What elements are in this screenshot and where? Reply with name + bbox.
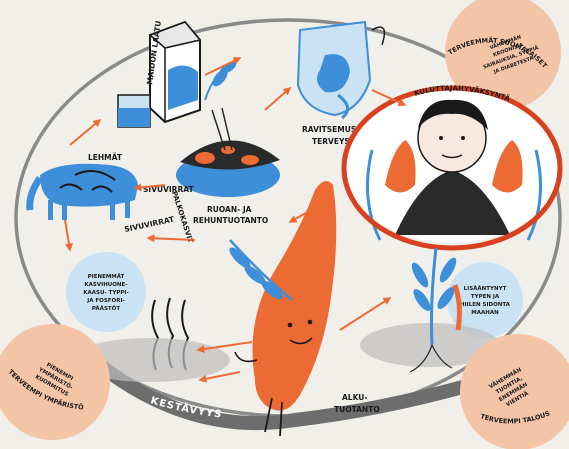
circle-terveemmat-suomalaiset: TERVEEMMÄT SUOMALAISET VÄHEMMÄN KROONISI…	[445, 0, 561, 110]
lt-line-4: MAAHAN	[471, 310, 499, 316]
pk-line-2: KASVIHUONE-	[84, 282, 127, 288]
label-alkutuotanto-2: TUOTANTO	[334, 405, 380, 414]
arrow-nutrition-to-consumer	[371, 89, 407, 106]
arrow-food-to-nutrition	[264, 86, 292, 111]
arrow-bean-to-gases	[196, 341, 253, 354]
milk-glass-icon	[117, 94, 151, 128]
label-ruoan-2: REHUNTUOTANTO	[193, 216, 268, 225]
lt-line-2: TYPEN JA	[471, 294, 500, 300]
label-ruoan-1: RUOAN- JA	[207, 205, 252, 214]
kestavyys-band	[55, 325, 472, 431]
circle-terveempi-talous: TERVEEMPI TALOUS VÄHEMMÄN TUONTIA, ENEMM…	[460, 334, 569, 449]
label-ravitsemus-2: TERVEYS	[312, 137, 350, 146]
flow-arrows	[64, 57, 407, 383]
label-sivuvirrat-1: SIVUVIRRAT	[143, 185, 194, 194]
arrow-cows-to-gases	[64, 219, 73, 252]
consumer-acceptance-group	[344, 87, 560, 243]
digestive-torso-icon	[296, 20, 386, 120]
arrow-sivuvirrat-left	[146, 234, 196, 243]
bean-character-icon	[234, 181, 337, 437]
arrow-milk-to-nutrition	[204, 57, 242, 76]
emission-wisps-icon	[70, 297, 230, 382]
milk-carton-icon	[148, 20, 202, 124]
arrow-sivuvirrat-to-cows	[133, 183, 166, 192]
blue-leaves-icon	[229, 239, 293, 301]
circle-lisaantynyt-typen: LISÄÄNTYNYT TYPEN JA HIILEN SIDONTA MAAH…	[447, 262, 523, 338]
cow-icon	[26, 163, 138, 220]
arrow-bean-to-soil	[339, 297, 392, 331]
bean-plant-icon	[360, 247, 500, 373]
highlight-circle	[341, 85, 563, 251]
pk-line-3: KAASU- TYPPI-	[83, 290, 129, 296]
pk-line-1: PIENEMMÄT	[88, 273, 125, 280]
label-alkutuotanto-1: ALKU-	[342, 393, 367, 402]
arrow-bean-to-environment	[198, 371, 241, 383]
label-lehmat: LEHMÄT	[88, 153, 123, 162]
arrow-cows-to-milk	[69, 118, 102, 146]
lt-line-1: LISÄÄNTYNYT	[464, 285, 507, 292]
pk-line-4: JA FOSFORI-	[86, 298, 125, 304]
lt-line-3: HIILEN SIDONTA	[460, 302, 511, 308]
circle-pienemmat-kaasut: PIENEMMÄT KASVIHUONE- KAASU- TYPPI- JA F…	[66, 252, 146, 332]
food-bowl-icon	[176, 107, 280, 197]
label-ravitsemus-1: RAVITSEMUS JA	[302, 125, 368, 134]
leaf-icon	[204, 61, 237, 101]
circle-terveempi-ymparisto: TERVEEMPI YMPÄRISTÖ PIENEMPI YMPÄRISTÖ- …	[0, 324, 110, 440]
arrow-bean-to-food	[288, 204, 321, 223]
pk-line-5: PÄÄSTÖT	[92, 305, 120, 312]
